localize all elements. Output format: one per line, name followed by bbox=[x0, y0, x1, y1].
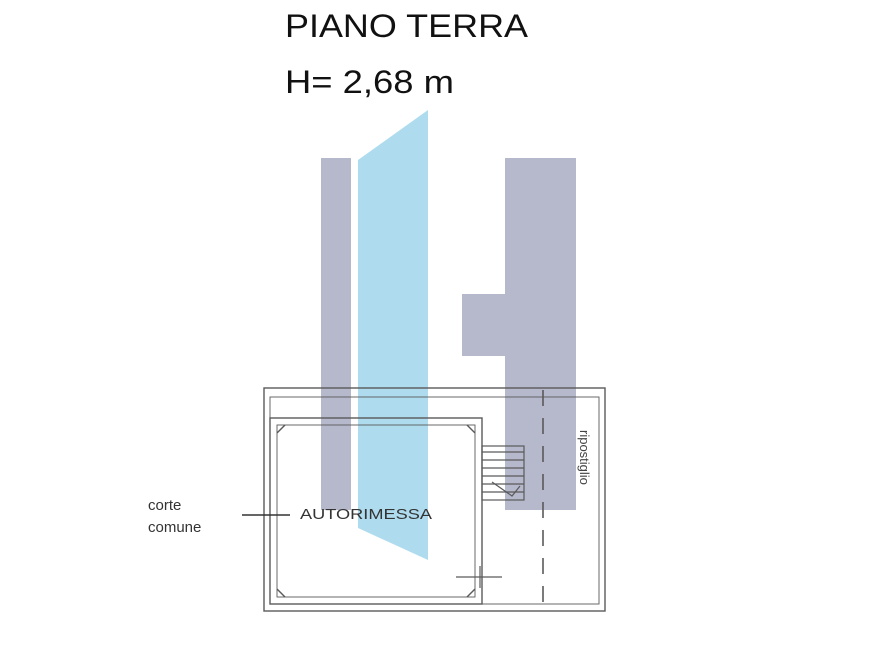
plan-title: PIANO TERRA bbox=[285, 8, 529, 44]
watermark-slant-shape bbox=[358, 110, 428, 560]
staircase bbox=[481, 445, 525, 501]
corte-label-line1: corte bbox=[148, 497, 181, 514]
room-label-autorimessa: AUTORIMESSA bbox=[300, 506, 432, 523]
watermark-bar-right bbox=[505, 158, 576, 510]
watermark-logo bbox=[321, 110, 576, 560]
corner-mark-top-right bbox=[466, 424, 476, 434]
corner-mark-bottom-right bbox=[466, 588, 476, 598]
outer-wall bbox=[263, 387, 606, 612]
vertical-room-label: ripostiglio bbox=[577, 430, 592, 485]
stair-outline bbox=[481, 445, 525, 501]
watermark-bar-left bbox=[321, 158, 351, 510]
corner-mark-top-left bbox=[276, 424, 286, 434]
garage-inner-wall bbox=[276, 424, 476, 598]
garage-room bbox=[269, 417, 483, 605]
watermark-crossbar bbox=[462, 294, 508, 356]
garage-wall bbox=[269, 417, 483, 605]
corner-mark-bottom-left bbox=[276, 588, 286, 598]
stair-arrow bbox=[491, 481, 521, 497]
corte-label-line2: comune bbox=[148, 519, 201, 536]
ceiling-height-label: H= 2,68 m bbox=[285, 64, 454, 100]
